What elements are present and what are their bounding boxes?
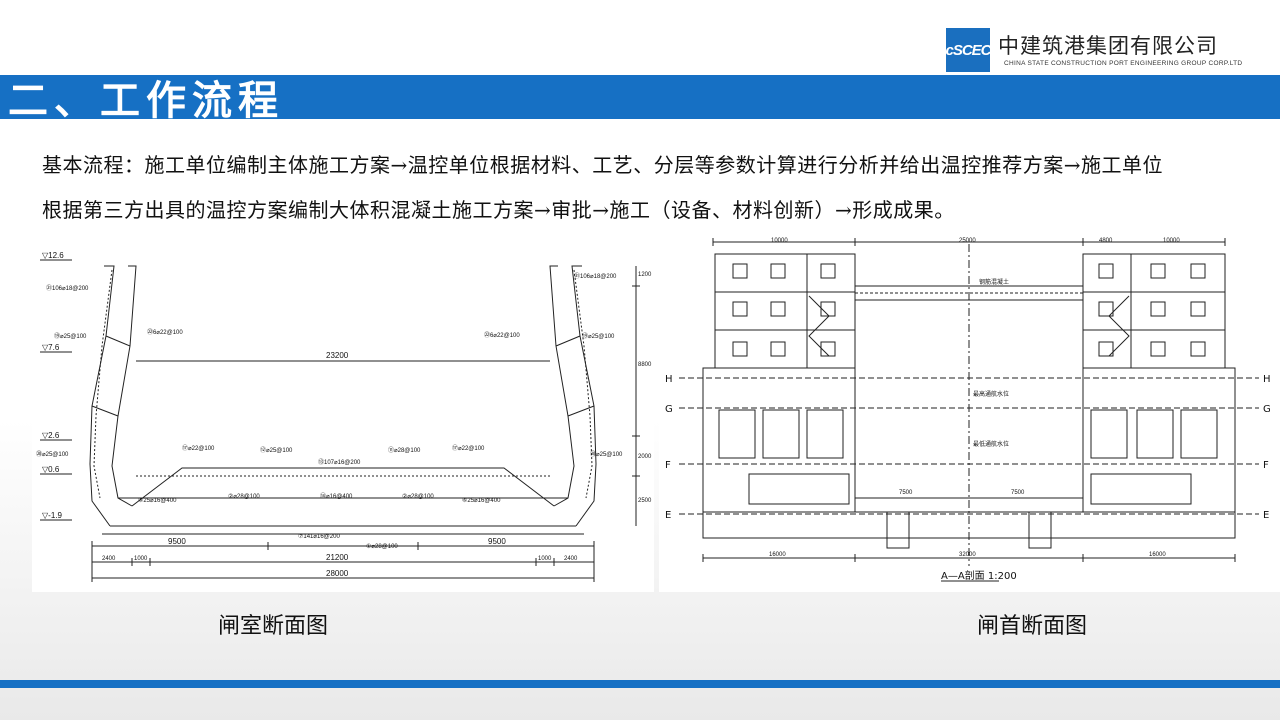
axis-label: F bbox=[1263, 460, 1269, 471]
level-label: ▽12.6 bbox=[42, 251, 64, 260]
rebar-label: ⑳⌀25@100 bbox=[590, 450, 623, 458]
rebar-label: ⑦141⌀16@200 bbox=[298, 533, 340, 540]
dimension-label: 4800 bbox=[1099, 238, 1113, 244]
axis-label: G bbox=[1263, 404, 1271, 415]
rebar-label: ⑪⌀28@100 bbox=[388, 446, 421, 454]
dimension-label: 7500 bbox=[899, 490, 913, 496]
rebar-label: ㉒6⌀22@100 bbox=[147, 328, 183, 336]
lock-chamber-section-svg: ▽12.6 ▽7.6 ▽2.6 ▽0.6 ▽-1.9 23200 9500 95… bbox=[36, 251, 652, 582]
rebar-label: ⑰⌀22@100 bbox=[182, 444, 215, 452]
lock-head-section-svg: H G F E H G F E 10000 25000 4800 10000 1… bbox=[665, 238, 1271, 582]
rebar-label: ㉑106⌀18@200 bbox=[46, 284, 89, 292]
dimension-label: 2000 bbox=[638, 454, 652, 460]
rebar-label: ㉒6⌀22@100 bbox=[484, 331, 520, 339]
rebar-label: ⑰⌀22@100 bbox=[452, 444, 485, 452]
section-title: 二、工作流程 bbox=[8, 78, 284, 119]
lock-head-caption: 闸首断面图 bbox=[977, 614, 1088, 639]
axis-label: F bbox=[665, 460, 671, 471]
rebar-label: ②⌀28@100 bbox=[402, 493, 434, 500]
dimension-label: 21200 bbox=[326, 553, 349, 562]
dimension-label: 2400 bbox=[564, 556, 578, 562]
lock-chamber-section-drawing: ▽12.6 ▽7.6 ▽2.6 ▽0.6 ▽-1.9 23200 9500 95… bbox=[32, 236, 654, 592]
rebar-label: ㉑106⌀18@200 bbox=[574, 272, 617, 280]
rebar-label: ⑥25⌀16@400 bbox=[462, 497, 501, 504]
dimension-label: 23200 bbox=[326, 351, 349, 360]
dimension-label: 16000 bbox=[1149, 552, 1166, 558]
rebar-label: ⑭⌀16@400 bbox=[320, 492, 353, 500]
drawing-note: 最高通航水位 bbox=[973, 390, 1009, 398]
rebar-label: ②⌀28@100 bbox=[228, 493, 260, 500]
company-name: 中建筑港集团有限公司 bbox=[998, 34, 1218, 58]
dimension-label: 1200 bbox=[638, 272, 652, 278]
dimension-label: 1000 bbox=[538, 556, 552, 562]
dimension-label: 8800 bbox=[638, 362, 652, 368]
dimension-label: 7500 bbox=[1011, 490, 1025, 496]
dimension-label: 16000 bbox=[769, 552, 786, 558]
dimension-label: 9500 bbox=[488, 537, 506, 546]
rebar-label: ⑥25⌀16@400 bbox=[138, 497, 177, 504]
lock-head-section-drawing: H G F E H G F E 10000 25000 4800 10000 1… bbox=[659, 236, 1280, 592]
rebar-label: ⑫⌀25@100 bbox=[260, 446, 293, 454]
dimension-label: 2500 bbox=[638, 498, 652, 504]
axis-label: H bbox=[665, 374, 673, 385]
axis-label: H bbox=[1263, 374, 1271, 385]
level-label: ▽-1.9 bbox=[42, 511, 62, 520]
company-english-name: CHINA STATE CONSTRUCTION PORT ENGINEERIN… bbox=[1004, 60, 1243, 67]
dimension-label: 32000 bbox=[959, 552, 976, 558]
level-label: ▽7.6 bbox=[42, 343, 60, 352]
axis-label: G bbox=[665, 404, 673, 415]
dimension-label: 1000 bbox=[134, 556, 148, 562]
footer-bar bbox=[0, 680, 1280, 688]
lock-chamber-caption: 闸室断面图 bbox=[218, 614, 329, 639]
dimension-label: 2400 bbox=[102, 556, 116, 562]
dimension-label: 10000 bbox=[771, 238, 788, 244]
axis-label: E bbox=[1263, 510, 1269, 521]
rebar-label: ①⌀28@100 bbox=[366, 543, 398, 550]
rebar-label: ⑲⌀25@100 bbox=[582, 332, 615, 340]
cscec-logo-icon: cSCEC bbox=[945, 28, 992, 72]
section-label: A—A剖面 1:200 bbox=[941, 569, 1017, 582]
company-logo: cSCEC 中建筑港集团有限公司 CHINA STATE CONSTRUCTIO… bbox=[945, 28, 1246, 72]
workflow-description: 基本流程：施工单位编制主体施工方案→温控单位根据材料、工艺、分层等参数计算进行分… bbox=[42, 153, 1164, 222]
dimension-label: 28000 bbox=[326, 569, 349, 578]
dimension-label: 25000 bbox=[959, 238, 976, 244]
dimension-label: 10000 bbox=[1163, 238, 1180, 244]
rebar-label: ⑲⌀25@100 bbox=[54, 332, 87, 340]
axis-label: E bbox=[665, 510, 671, 521]
level-label: ▽0.6 bbox=[42, 465, 60, 474]
rebar-label: ⑳⌀25@100 bbox=[36, 450, 69, 458]
level-label: ▽2.6 bbox=[42, 431, 60, 440]
rebar-label: ⑬107⌀16@200 bbox=[318, 458, 361, 466]
drawing-note: 最低通航水位 bbox=[973, 440, 1009, 448]
drawing-note: 钢筋混凝土 bbox=[979, 278, 1009, 286]
dimension-label: 9500 bbox=[168, 537, 186, 546]
section-title-bar: 二、工作流程 bbox=[0, 75, 1280, 119]
